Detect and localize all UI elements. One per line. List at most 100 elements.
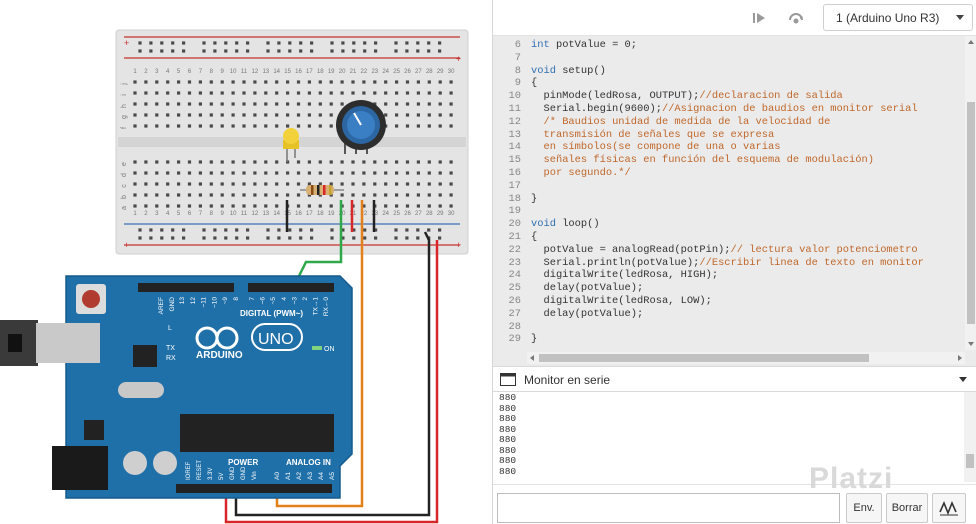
column-number: 9 bbox=[221, 69, 225, 75]
breadboard-hole bbox=[427, 49, 431, 53]
scroll-right-icon[interactable] bbox=[958, 355, 962, 361]
line-text: delay(potValue); bbox=[531, 282, 644, 295]
breadboard-hole bbox=[405, 49, 409, 53]
code-line[interactable]: 28 bbox=[509, 321, 961, 334]
serial-input[interactable] bbox=[497, 493, 840, 523]
digital-pin-label: ~5 bbox=[270, 297, 277, 305]
code-line[interactable]: 14 en símbolos(se compone de una o varia… bbox=[509, 141, 961, 154]
breadboard-hole bbox=[405, 228, 409, 232]
analog-pin-label: A5 bbox=[329, 472, 336, 480]
code-line[interactable]: 17 bbox=[509, 180, 961, 193]
clear-button[interactable]: Borrar bbox=[886, 493, 928, 523]
breadboard-hole bbox=[235, 41, 239, 45]
l-label: L bbox=[168, 325, 172, 332]
breadboard-hole bbox=[329, 113, 333, 117]
column-number: 14 bbox=[273, 69, 280, 75]
scrollbar-thumb[interactable] bbox=[966, 454, 974, 468]
breadboard-hole bbox=[144, 80, 148, 84]
breadboard-hole bbox=[133, 171, 137, 175]
code-line[interactable]: 12 /* Baudios unidad de medida de la vel… bbox=[509, 116, 961, 129]
scrollbar-thumb[interactable] bbox=[967, 102, 975, 324]
column-number: 18 bbox=[317, 211, 324, 217]
line-text: en símbolos(se compone de una o varias bbox=[543, 141, 781, 154]
scroll-down-icon[interactable] bbox=[968, 342, 974, 346]
line-number: 18 bbox=[508, 192, 521, 205]
scroll-left-icon[interactable] bbox=[530, 355, 534, 361]
column-number: 17 bbox=[306, 211, 313, 217]
code-line[interactable]: 11 Serial.begin(9600);//Asignacion de ba… bbox=[509, 103, 961, 116]
breadboard-hole bbox=[220, 124, 224, 128]
line-number: 7 bbox=[514, 51, 521, 64]
potentiometer[interactable] bbox=[336, 100, 386, 154]
serial-monitor-header[interactable]: Monitor en serie bbox=[493, 366, 976, 392]
breadboard-hole bbox=[177, 91, 181, 95]
breadboard-hole bbox=[177, 113, 181, 117]
breadboard-hole bbox=[242, 171, 246, 175]
chevron-down-icon[interactable] bbox=[959, 377, 967, 382]
breadboard-hole bbox=[296, 124, 301, 128]
editor-horizontal-scrollbar[interactable] bbox=[527, 352, 965, 364]
breadboard-hole bbox=[416, 102, 420, 106]
breadboard-hole bbox=[231, 160, 235, 164]
breadboard-hole bbox=[318, 80, 322, 84]
debugger-icon[interactable] bbox=[785, 7, 807, 29]
breadboard-hole bbox=[384, 193, 388, 197]
code-line[interactable]: 24 digitalWrite(ledRosa, HIGH); bbox=[509, 269, 961, 282]
serial-vertical-scrollbar[interactable] bbox=[964, 392, 976, 482]
code-line[interactable]: 21{ bbox=[509, 231, 961, 244]
breadboard-hole bbox=[374, 41, 378, 45]
breadboard-hole bbox=[246, 236, 250, 240]
on-label: ON bbox=[324, 346, 335, 353]
breadboard-hole bbox=[395, 204, 399, 208]
breadboard-hole bbox=[242, 160, 246, 164]
send-button[interactable]: Env. bbox=[846, 493, 882, 523]
graph-button[interactable] bbox=[932, 493, 966, 523]
line-number: 26 bbox=[508, 294, 521, 307]
code-line[interactable]: 25 delay(potValue); bbox=[509, 282, 961, 295]
device-select[interactable]: 1 (Arduino Uno R3) bbox=[823, 4, 973, 31]
scroll-up-icon[interactable] bbox=[968, 40, 974, 44]
breadboard-hole bbox=[246, 228, 250, 232]
code-line[interactable]: 7 bbox=[515, 52, 961, 65]
breadboard-hole bbox=[427, 160, 431, 164]
breadboard-hole bbox=[288, 49, 292, 53]
code-line[interactable]: 23 Serial.println(potValue);//Escribir l… bbox=[509, 257, 961, 270]
breadboard-hole bbox=[449, 91, 453, 95]
line-number: 16 bbox=[508, 166, 521, 179]
breadboard-hole bbox=[438, 182, 442, 186]
breadboard-hole bbox=[405, 236, 409, 240]
breadboard-hole bbox=[307, 160, 311, 164]
arduino-uno-board[interactable] bbox=[0, 275, 353, 499]
breadboard-hole bbox=[264, 91, 268, 95]
code-line[interactable]: 15 señales físicas en función del esquem… bbox=[509, 154, 961, 167]
led-yellow[interactable] bbox=[283, 128, 299, 162]
code-line[interactable]: 29} bbox=[509, 333, 961, 346]
code-line[interactable]: 22 potValue = analogRead(potPin);// lect… bbox=[509, 244, 961, 257]
code-line[interactable]: 19 bbox=[509, 205, 961, 218]
breadboard-hole bbox=[264, 160, 268, 164]
breadboard-hole bbox=[307, 113, 311, 117]
resistor[interactable] bbox=[300, 185, 344, 195]
code-line[interactable]: 26 digitalWrite(ledRosa, LOW); bbox=[509, 295, 961, 308]
code-line[interactable]: 9{ bbox=[515, 77, 961, 90]
code-line[interactable]: 10 pinMode(ledRosa, OUTPUT);//declaracio… bbox=[509, 90, 961, 103]
breadboard-hole bbox=[318, 171, 322, 175]
breadboard-hole bbox=[198, 160, 202, 164]
code-line[interactable]: 13 transmisión de señales que se expresa bbox=[509, 129, 961, 142]
scrollbar-thumb[interactable] bbox=[539, 354, 869, 362]
step-over-icon[interactable] bbox=[749, 7, 771, 29]
code-line[interactable]: 18} bbox=[509, 193, 961, 206]
breadboard-hole bbox=[330, 49, 334, 53]
editor-vertical-scrollbar[interactable] bbox=[965, 36, 976, 350]
code-line[interactable]: 16 por segundo.*/ bbox=[509, 167, 961, 180]
breadboard-hole bbox=[133, 182, 137, 186]
breadboard-hole bbox=[384, 91, 388, 95]
code-line[interactable]: 27 delay(potValue); bbox=[509, 308, 961, 321]
